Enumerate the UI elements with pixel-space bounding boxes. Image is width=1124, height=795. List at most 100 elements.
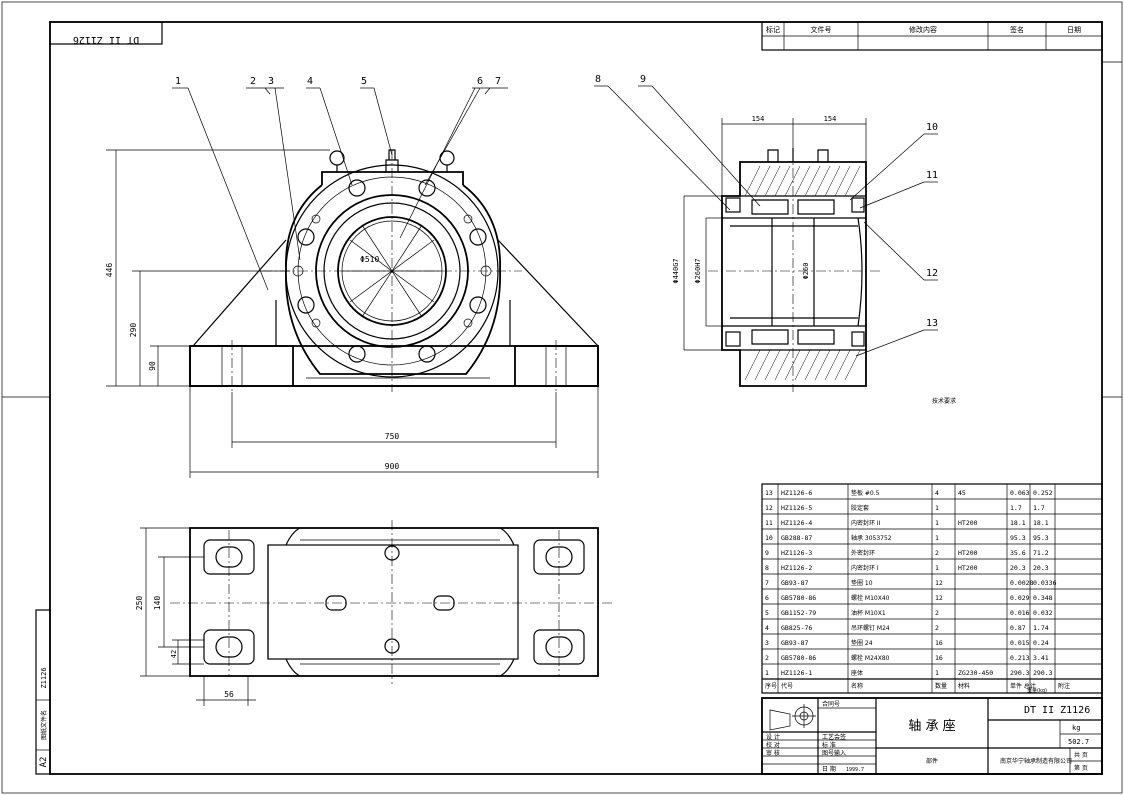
parts-header-cell: 名称 — [851, 682, 863, 690]
parts-cell: 内密封环 II — [851, 519, 881, 527]
front-view: Φ510 — [189, 149, 599, 392]
svg-text:设 计: 设 计 — [766, 733, 780, 741]
svg-text:图号输入: 图号输入 — [822, 749, 846, 757]
svg-text:轴 承 座: 轴 承 座 — [908, 719, 955, 734]
svg-text:部件: 部件 — [926, 757, 938, 765]
svg-text:修改内容: 修改内容 — [909, 25, 937, 34]
svg-text:第 页: 第 页 — [1074, 764, 1088, 772]
parts-cell: HZ1126-4 — [781, 519, 812, 527]
parts-cell: GB93-87 — [781, 639, 808, 647]
svg-text:6: 6 — [477, 76, 483, 87]
parts-cell: 45 — [958, 489, 966, 497]
svg-text:标 准: 标 准 — [822, 741, 836, 749]
parts-cell: HT200 — [958, 549, 978, 557]
svg-text:8: 8 — [595, 74, 601, 85]
parts-cell: 3 — [765, 639, 769, 647]
parts-cell: 0.24 — [1033, 639, 1049, 647]
svg-text:502.7: 502.7 — [1068, 738, 1089, 746]
svg-text:900: 900 — [385, 462, 400, 471]
parts-cell: 16 — [935, 654, 943, 662]
parts-cell: 轴承 3053752 — [851, 534, 892, 542]
svg-text:9: 9 — [640, 74, 646, 85]
parts-cell: 11 — [765, 519, 773, 527]
svg-text:技术要求: 技术要求 — [932, 397, 956, 405]
parts-cell: 1 — [935, 519, 939, 527]
parts-cell: 0.0028 — [1010, 579, 1034, 587]
svg-text:合同号: 合同号 — [822, 700, 840, 708]
svg-text:2: 2 — [250, 76, 256, 87]
parts-header-cell: 数量 — [935, 682, 947, 690]
parts-cell: GB825-76 — [781, 624, 812, 632]
parts-cell: 35.6 — [1010, 549, 1026, 557]
parts-header-cell: 附注 — [1058, 682, 1070, 690]
parts-cell: 胶定套 — [851, 504, 869, 512]
title-block: 合同号 轴 承 座 DT II Z1126 kg 502.7 南京华宁轴承制造有… — [761, 697, 1103, 775]
svg-text:Z1126: Z1126 — [40, 667, 48, 688]
parts-cell: 2 — [935, 549, 939, 557]
parts-cell: 0.87 — [1010, 624, 1026, 632]
parts-cell: 8 — [765, 564, 769, 572]
svg-text:13: 13 — [926, 318, 938, 329]
parts-cell: 20.3 — [1010, 564, 1026, 572]
parts-cell: 7 — [765, 579, 769, 587]
parts-cell: 1 — [765, 669, 769, 677]
parts-cell: 2 — [935, 624, 939, 632]
parts-cell: 吊环螺钉 M24 — [851, 624, 890, 632]
parts-cell: 1 — [935, 504, 939, 512]
parts-cell: GB5780-86 — [781, 594, 816, 602]
parts-cell: HT200 — [958, 519, 978, 527]
svg-text:南京华宁轴承制造有限公司: 南京华宁轴承制造有限公司 — [1000, 757, 1072, 765]
revision-table: 标记 文件号 修改内容 签名 日期 — [761, 21, 1103, 51]
drawing-frame — [49, 21, 1103, 775]
svg-text:446: 446 — [105, 263, 114, 278]
svg-text:5: 5 — [361, 76, 367, 87]
svg-text:154: 154 — [752, 115, 765, 123]
parts-cell: 垫板 #0.5 — [851, 489, 880, 497]
parts-cell: 0.252 — [1033, 489, 1053, 497]
parts-cell: 0.063 — [1010, 489, 1030, 497]
svg-text:日 期: 日 期 — [822, 765, 836, 773]
parts-cell: 2 — [765, 654, 769, 662]
svg-text:42: 42 — [170, 650, 178, 658]
svg-text:290: 290 — [129, 323, 138, 338]
parts-cell: 12 — [935, 594, 943, 602]
parts-cell: 20.3 — [1033, 564, 1049, 572]
plan-view: 250 140 42 56 — [135, 520, 614, 706]
parts-cell: 内密封环 I — [851, 564, 879, 572]
svg-text:Φ510: Φ510 — [360, 255, 379, 264]
parts-cell: 垫圈 10 — [851, 579, 873, 587]
svg-text:10: 10 — [926, 122, 938, 133]
parts-cell: 0.213 — [1010, 654, 1030, 662]
svg-text:56: 56 — [224, 690, 234, 699]
parts-cell: HZ1126-2 — [781, 564, 812, 572]
svg-text:Φ440G7: Φ440G7 — [672, 258, 680, 283]
front-dimensions: 446 290 90 750 900 — [105, 149, 599, 478]
parts-cell: 290.3 — [1033, 669, 1053, 677]
parts-cell: 9 — [765, 549, 769, 557]
side-balloons: 8 9 10 11 12 13 技术要求 — [594, 74, 956, 405]
parts-cell: GB288-87 — [781, 534, 812, 542]
parts-cell: 0.348 — [1033, 594, 1053, 602]
svg-text:1: 1 — [175, 76, 181, 87]
svg-text:12: 12 — [926, 268, 938, 279]
parts-cell: 13 — [765, 489, 773, 497]
parts-cell: 2 — [935, 609, 939, 617]
svg-text:校 对: 校 对 — [766, 741, 780, 749]
parts-cell: 10 — [765, 534, 773, 542]
parts-cell: 垫圈 24 — [851, 639, 873, 647]
parts-cell: 71.2 — [1033, 549, 1049, 557]
parts-cell: ZG230-450 — [958, 669, 993, 677]
parts-cell: 0.032 — [1033, 609, 1053, 617]
parts-cell: 1.7 — [1033, 504, 1045, 512]
svg-text:共 页: 共 页 — [1074, 751, 1088, 759]
parts-cell: 座体 — [851, 669, 863, 677]
parts-cell: GB5780-86 — [781, 654, 816, 662]
parts-cell: HT200 — [958, 564, 978, 572]
svg-text:140: 140 — [153, 596, 162, 611]
parts-cell: 0.016 — [1010, 609, 1030, 617]
parts-cell: 1 — [935, 669, 939, 677]
svg-text:标记: 标记 — [766, 25, 780, 34]
parts-cell: 6 — [765, 594, 769, 602]
svg-text:图纸文件名: 图纸文件名 — [40, 710, 48, 740]
